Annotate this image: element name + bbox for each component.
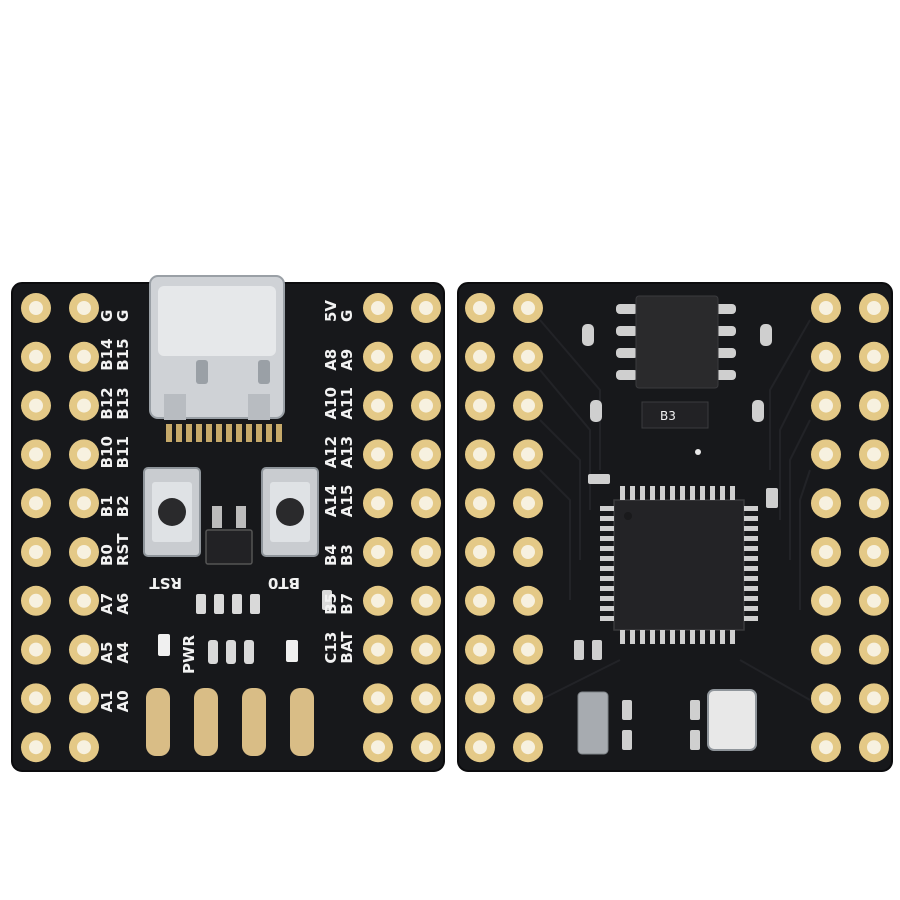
pin-label: A8	[322, 349, 340, 371]
pin-label: B1	[98, 495, 116, 517]
pin-label: B4	[322, 544, 340, 566]
pin-label: A5	[98, 642, 116, 664]
pin-label: B11	[114, 436, 132, 468]
led-label: PWR	[180, 634, 198, 674]
pin-label: BAT	[338, 631, 356, 664]
pin-label: B5	[322, 593, 340, 615]
flash-label: B3	[660, 409, 676, 423]
bottom-solder-pads	[146, 688, 314, 756]
pin-label: G	[114, 310, 132, 322]
pin-label: A14	[322, 485, 340, 517]
pin-label: A7	[98, 593, 116, 615]
crystal-icon	[577, 691, 609, 755]
pin-label: A13	[338, 436, 356, 468]
pin-label: A15	[338, 485, 356, 517]
pin-label: B10	[98, 436, 116, 468]
tactile-button-icon	[261, 467, 319, 557]
pin-label: RST	[114, 533, 132, 566]
smd-components	[158, 590, 332, 664]
pin-label: A6	[114, 593, 132, 615]
voltage-regulator	[205, 529, 253, 565]
front-board: GGB14B15B12B13B10B11B1B2B0RSTA7A6A5A4A1A…	[11, 275, 445, 772]
pin-label: A4	[114, 642, 132, 664]
pin-label: B3	[338, 544, 356, 566]
back-board: B3	[457, 282, 893, 772]
pin-label: A1	[98, 690, 116, 712]
pin-label: 5V	[322, 300, 340, 322]
back-smd-components	[574, 474, 778, 750]
pin-label: B14	[98, 338, 116, 370]
crystal-icon	[707, 689, 757, 751]
pin-label: B0	[98, 544, 116, 566]
pcb-traces	[539, 319, 811, 701]
back-pin-pads	[465, 293, 889, 763]
pin-label: G	[98, 310, 116, 322]
pin-label: A0	[114, 690, 132, 712]
tactile-button-icon	[143, 467, 201, 557]
pin-label: A12	[322, 436, 340, 468]
pin-label: A9	[338, 349, 356, 371]
pin-label: B7	[338, 593, 356, 615]
pin-label: B2	[114, 495, 132, 517]
front-pin-pads	[21, 293, 441, 763]
pin-label: G	[338, 310, 356, 322]
ch340-chip-icon	[616, 295, 736, 389]
usb-c-connector-icon	[149, 275, 285, 442]
mcu-chip-icon	[600, 486, 758, 644]
button-left-label: RST	[149, 574, 182, 592]
pin-label: B13	[114, 387, 132, 419]
pin-label: A10	[322, 387, 340, 419]
pin-label: C13	[322, 632, 340, 664]
pin-label: B12	[98, 387, 116, 419]
button-right-label: BT0	[268, 574, 300, 592]
pin-label: B15	[114, 338, 132, 370]
pin-label: A11	[338, 387, 356, 419]
